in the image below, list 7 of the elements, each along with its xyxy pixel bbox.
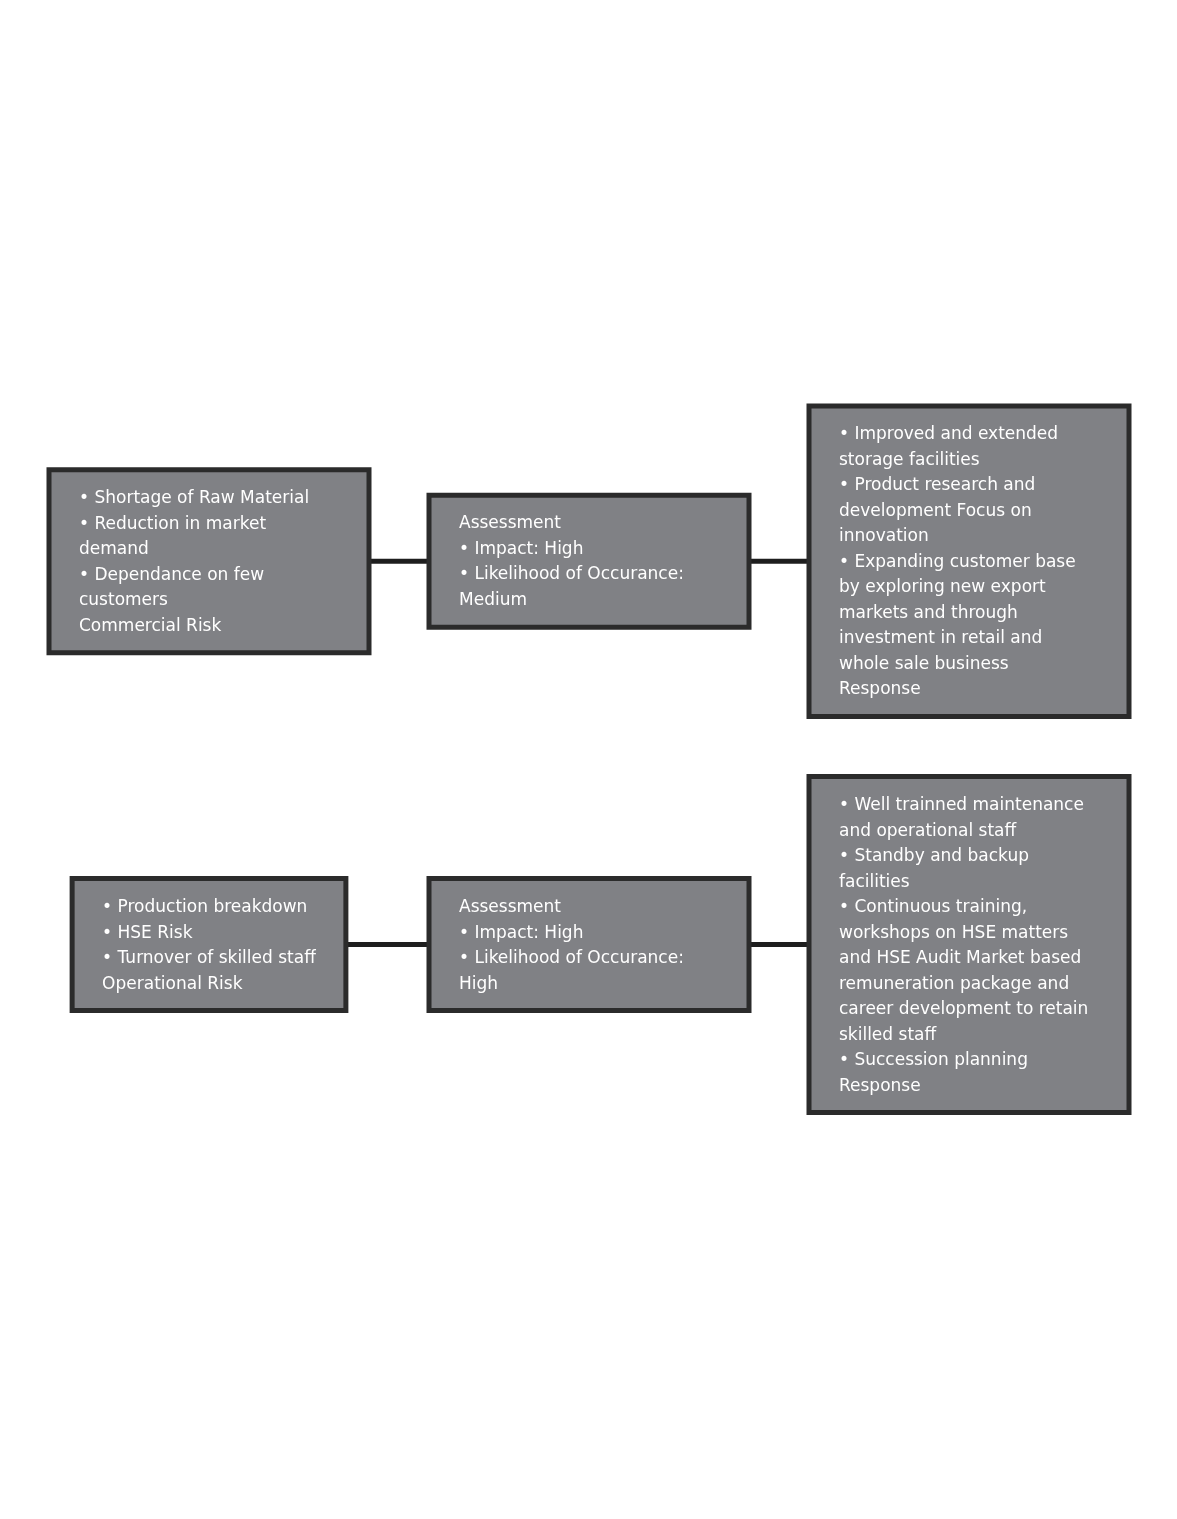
- node-box: • Well trainned maintenance and operational staff • Standby and backup facilities • Continuous training, workshops on HSE matters and HSE Audit Market based remuneration package and career development to retain skilled staff • Succession planning Response: [806, 774, 1131, 1116]
- node-box: Assessment • Impact: High • Likelihood of Occurance: High: [426, 876, 751, 1014]
- connector: [345, 942, 429, 948]
- node-box: • Production breakdown • HSE Risk • Turnover of skilled staff Operational Risk: [69, 876, 348, 1014]
- node-box: • Shortage of Raw Material • Reduction in market demand • Dependance on few customers Commercial Risk: [46, 467, 371, 656]
- node-box: Assessment • Impact: High • Likelihood of Occurance: Medium: [426, 493, 751, 630]
- node-box: • Improved and extended storage facilities • Product research and development Focus on innovation • Expanding customer base by exploring new export markets and through investment in retail and whole sale business Response: [806, 403, 1131, 720]
